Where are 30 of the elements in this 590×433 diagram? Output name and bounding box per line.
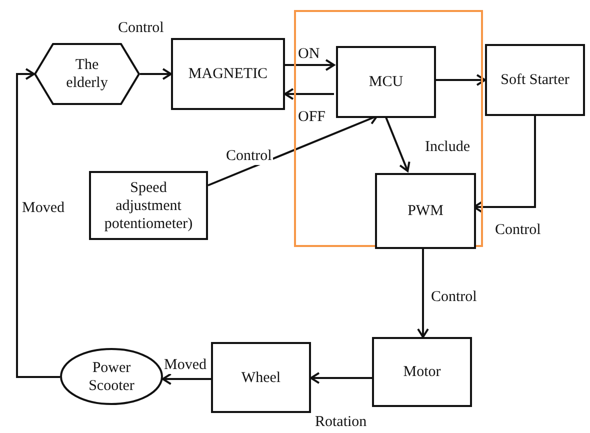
- node-text: The elderly: [65, 56, 109, 92]
- arrow: [384, 116, 410, 172]
- process-box: [485, 44, 585, 116]
- process-box: [336, 46, 436, 118]
- node-text: Power Scooter: [88, 358, 136, 394]
- arrow: [285, 59, 335, 71]
- process-box: [211, 342, 311, 413]
- node-text: MCU: [368, 73, 404, 91]
- process-box: [372, 337, 472, 407]
- node-text: Wheel: [241, 368, 281, 386]
- process-box: [171, 38, 285, 110]
- group-frame: [294, 10, 483, 247]
- process-box: [89, 171, 208, 240]
- node-text: Motor: [403, 363, 441, 381]
- arrow: [140, 68, 172, 80]
- arrow: [434, 74, 486, 86]
- arrow: [162, 373, 211, 385]
- node-text: Speed adjustment potentiometer): [103, 178, 194, 232]
- hexagon-node: [34, 43, 140, 105]
- edge-label: Control: [225, 148, 273, 164]
- arrow: [284, 88, 334, 100]
- edge-label: Moved: [163, 357, 208, 374]
- arrow: [310, 372, 372, 384]
- node-text: MAGNETIC: [188, 65, 268, 83]
- process-box: [375, 173, 476, 249]
- arrow: [417, 247, 429, 338]
- ellipse-node: [60, 348, 163, 405]
- arrow: [16, 68, 60, 378]
- node-text: Soft Starter: [500, 71, 570, 89]
- node-text: PWM: [408, 202, 444, 220]
